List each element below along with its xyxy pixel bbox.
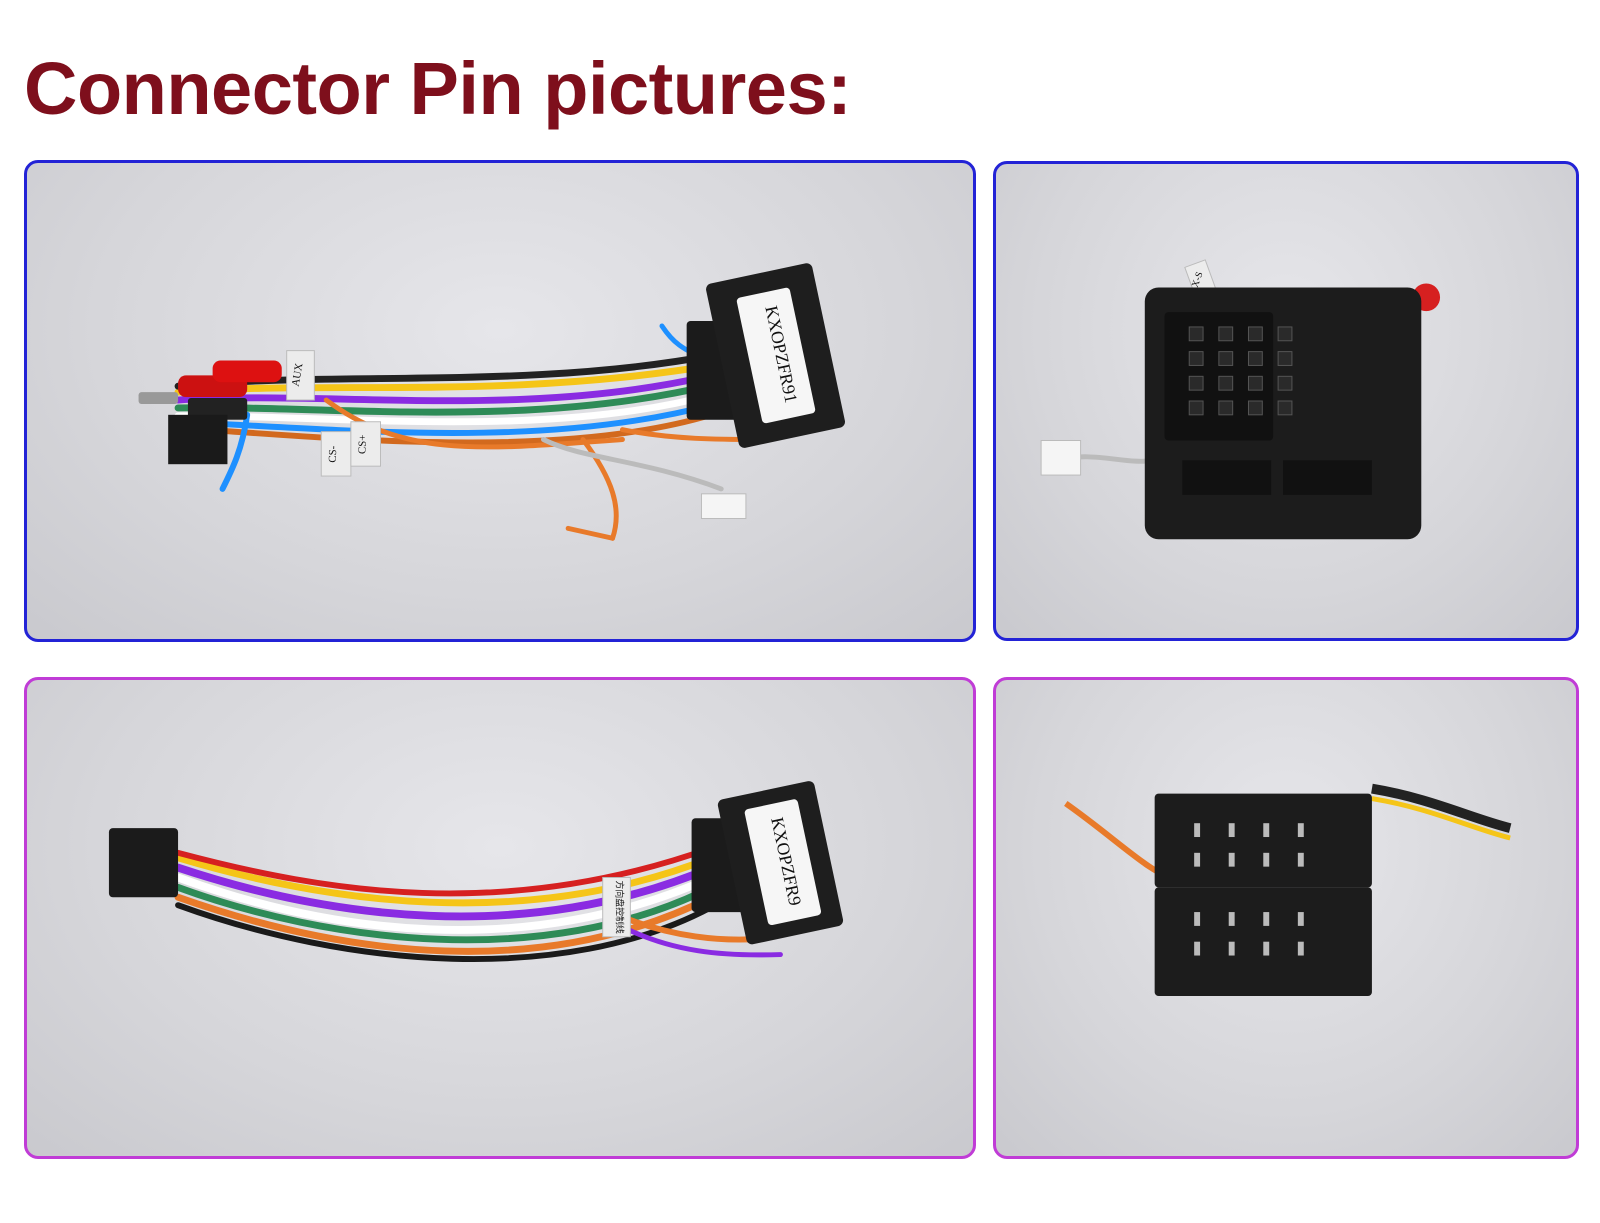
page-title: Connector Pin pictures:	[24, 47, 852, 130]
photo-harness-top: KXOPZFR91 AUX CS- CS+	[24, 160, 976, 642]
cs-minus-label: CS-	[327, 445, 340, 463]
photo-harness-bottom: KXOPZFR9 方向盘控制线	[24, 677, 976, 1159]
main-connector	[686, 263, 846, 448]
tag-cs-minus	[320, 431, 352, 477]
rca-plugs	[138, 360, 282, 465]
tag-cs-plus	[350, 421, 381, 467]
connector-face-top-illustration: X-S	[1040, 259, 1441, 540]
jst-plug	[700, 493, 747, 520]
main-connector	[691, 781, 844, 945]
photo-connector-face-top: X-S	[993, 161, 1579, 641]
photo-connector-face-bottom	[993, 677, 1579, 1159]
harness-top-illustration: KXOPZFR91 AUX CS- CS+	[138, 263, 846, 541]
cs-plus-label: CS+	[356, 434, 369, 454]
wire-bundle	[174, 844, 783, 963]
harness-bottom-illustration: KXOPZFR9 方向盘控制线	[108, 781, 844, 963]
jst-plug	[1040, 440, 1082, 476]
connector-face-bottom-illustration	[1064, 783, 1512, 997]
iso-connector-housing	[1154, 793, 1372, 997]
tag-aux	[286, 350, 315, 401]
iso-plug	[108, 828, 179, 898]
tag-cn	[602, 877, 631, 938]
wire-bundle	[174, 323, 764, 541]
connector-housing	[1144, 287, 1422, 540]
tag-top-label: X-S	[1190, 270, 1206, 289]
aux-label: AUX	[290, 362, 306, 387]
cn-label: 方向盘控制线	[615, 881, 626, 934]
